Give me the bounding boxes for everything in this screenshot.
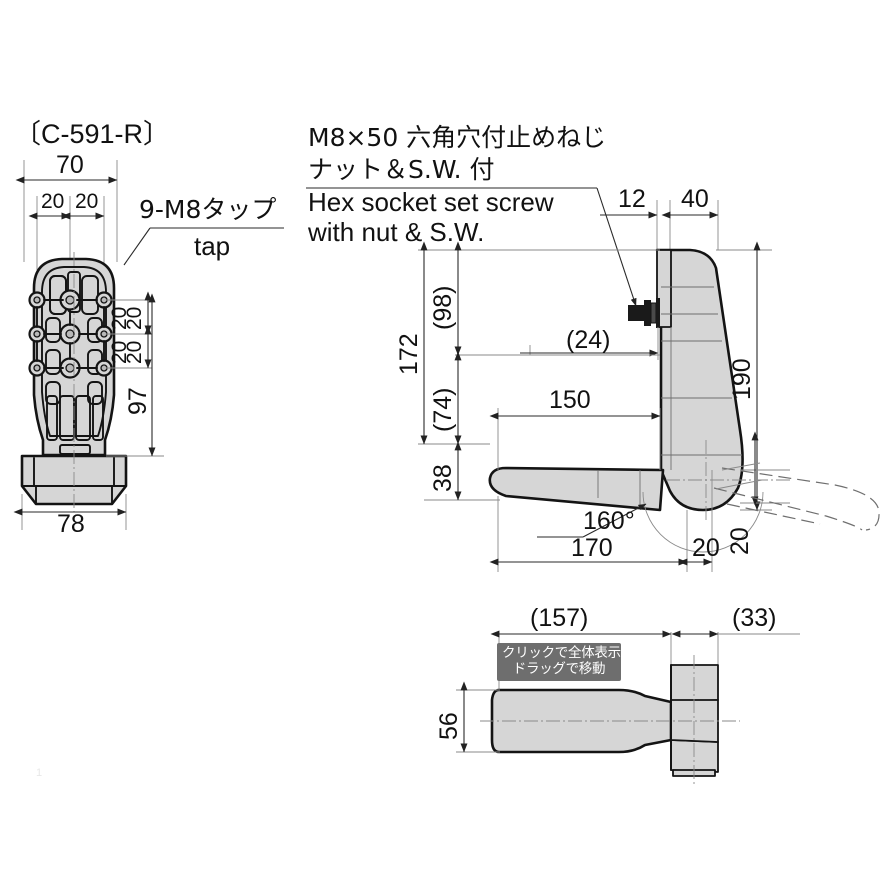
- dim-40-label: 40: [681, 185, 709, 213]
- dim-20-v-label: 20: [726, 527, 754, 555]
- dim-160-label: 160°: [583, 507, 635, 535]
- dim-56-label: 56: [435, 712, 463, 740]
- dim-97-height: 97: [106, 293, 164, 457]
- tap-holes: [28, 289, 113, 379]
- dim-97-label: 97: [124, 387, 152, 415]
- dim-170: 170: [489, 496, 688, 572]
- dim-pitch-x2-label: 20: [75, 190, 98, 213]
- dim-24-ref: (24): [520, 326, 659, 360]
- dim-pitch-y1-label: 20: [123, 307, 146, 330]
- dim-70-label: 70: [56, 151, 84, 179]
- tap-callout: 9-M8タップ tap: [123, 195, 284, 266]
- model-label: 〔C-591-R〕: [14, 119, 170, 149]
- screw-callout: M8×50 六角穴付止めねじ ナット＆S.W. 付 Hex socket set…: [306, 123, 637, 307]
- bottom-view: (157) (33) 56: [435, 604, 800, 786]
- side-upright-body: [655, 248, 744, 512]
- screw-note-jp-line2: ナット＆S.W. 付: [308, 155, 495, 184]
- dim-33-label: (33): [732, 604, 776, 632]
- dim-98-ref: (98): [429, 241, 660, 356]
- screw-note-en-line2: with nut & S.W.: [307, 217, 484, 247]
- tooltip-line-1: クリックで全体表示: [502, 645, 621, 661]
- dim-56: 56: [435, 681, 500, 753]
- side-view: M8×50 六角穴付止めねじ ナット＆S.W. 付 Hex socket set…: [306, 123, 880, 572]
- zoom-hint-tooltip[interactable]: クリックで全体表示 ドラッグで移動: [497, 643, 621, 681]
- dim-40: 40: [661, 185, 719, 250]
- dim-20-horizontal: 20: [678, 470, 720, 572]
- dim-74-ref: (74): [429, 351, 462, 445]
- dim-172-label: 172: [395, 333, 423, 375]
- dim-157-label: (157): [530, 604, 588, 632]
- dim-190-label: 190: [728, 358, 756, 400]
- dim-20-h-label: 20: [692, 534, 720, 562]
- dim-33: (33): [671, 604, 800, 690]
- dim-170-label: 170: [571, 534, 613, 562]
- side-pedal-arm: [488, 466, 665, 512]
- dim-20-vertical: 20: [726, 431, 790, 555]
- dim-172: 172: [395, 241, 660, 445]
- dim-70-overall-width: 70: [15, 151, 118, 262]
- screw-note-jp-line1: M8×50 六角穴付止めねじ: [308, 123, 606, 152]
- dim-160-angle: 160°: [537, 491, 764, 553]
- dim-24-label: (24): [566, 326, 610, 354]
- tap-note-jp: 9-M8タップ: [139, 195, 276, 224]
- dim-pitch-x1-label: 20: [41, 190, 64, 213]
- dim-98-label: (98): [429, 286, 457, 330]
- dim-pitch-y3-label: 20: [108, 307, 131, 330]
- dim-38: 38: [424, 441, 500, 501]
- dim-78-base-width: 78: [13, 494, 127, 538]
- tap-note-en: tap: [194, 231, 230, 261]
- tooltip-line-2: ドラッグで移動: [512, 661, 606, 677]
- dim-pitch-y: 20 20 20 20: [106, 291, 152, 369]
- ghost-pedal-positions: [713, 467, 880, 531]
- dim-38-label: 38: [429, 464, 457, 492]
- dim-pitch-y4-label: 20: [108, 341, 131, 364]
- dim-pitch-x: 20 20: [28, 190, 105, 310]
- dim-pitch-y2-label: 20: [123, 341, 146, 364]
- dim-12: 12: [600, 185, 658, 250]
- front-view: 〔C-591-R〕 70 20 20: [13, 119, 284, 538]
- faint-watermark: 1: [36, 767, 43, 779]
- screw-note-en-line1: Hex socket set screw: [308, 187, 554, 217]
- dim-78-label: 78: [57, 510, 85, 538]
- hex-socket-screw: [628, 298, 660, 328]
- dim-12-label: 12: [618, 185, 646, 213]
- dim-74-label: (74): [429, 388, 457, 432]
- dim-150-label: 150: [549, 386, 591, 414]
- dim-150: 150: [489, 386, 661, 470]
